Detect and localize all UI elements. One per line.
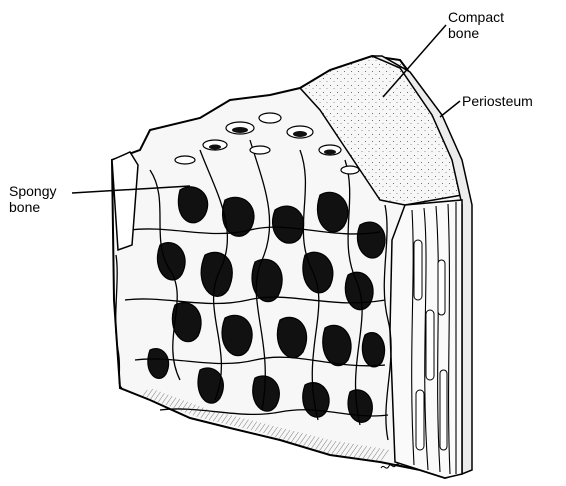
compact-bone-label-line-2: bone [448, 25, 504, 41]
periosteum-label: Periosteum [462, 93, 533, 109]
spongy-bone-label-line-2: bone [9, 199, 56, 215]
compact-bone-label: Compact bone [448, 9, 504, 41]
compact-bone-label-line-1: Compact [448, 9, 504, 25]
periosteum-leader-line [440, 101, 460, 117]
periosteum-label-text: Periosteum [462, 93, 533, 109]
spongy-bone-label: Spongy bone [9, 183, 56, 215]
spongy-bone-label-line-1: Spongy [9, 183, 56, 199]
